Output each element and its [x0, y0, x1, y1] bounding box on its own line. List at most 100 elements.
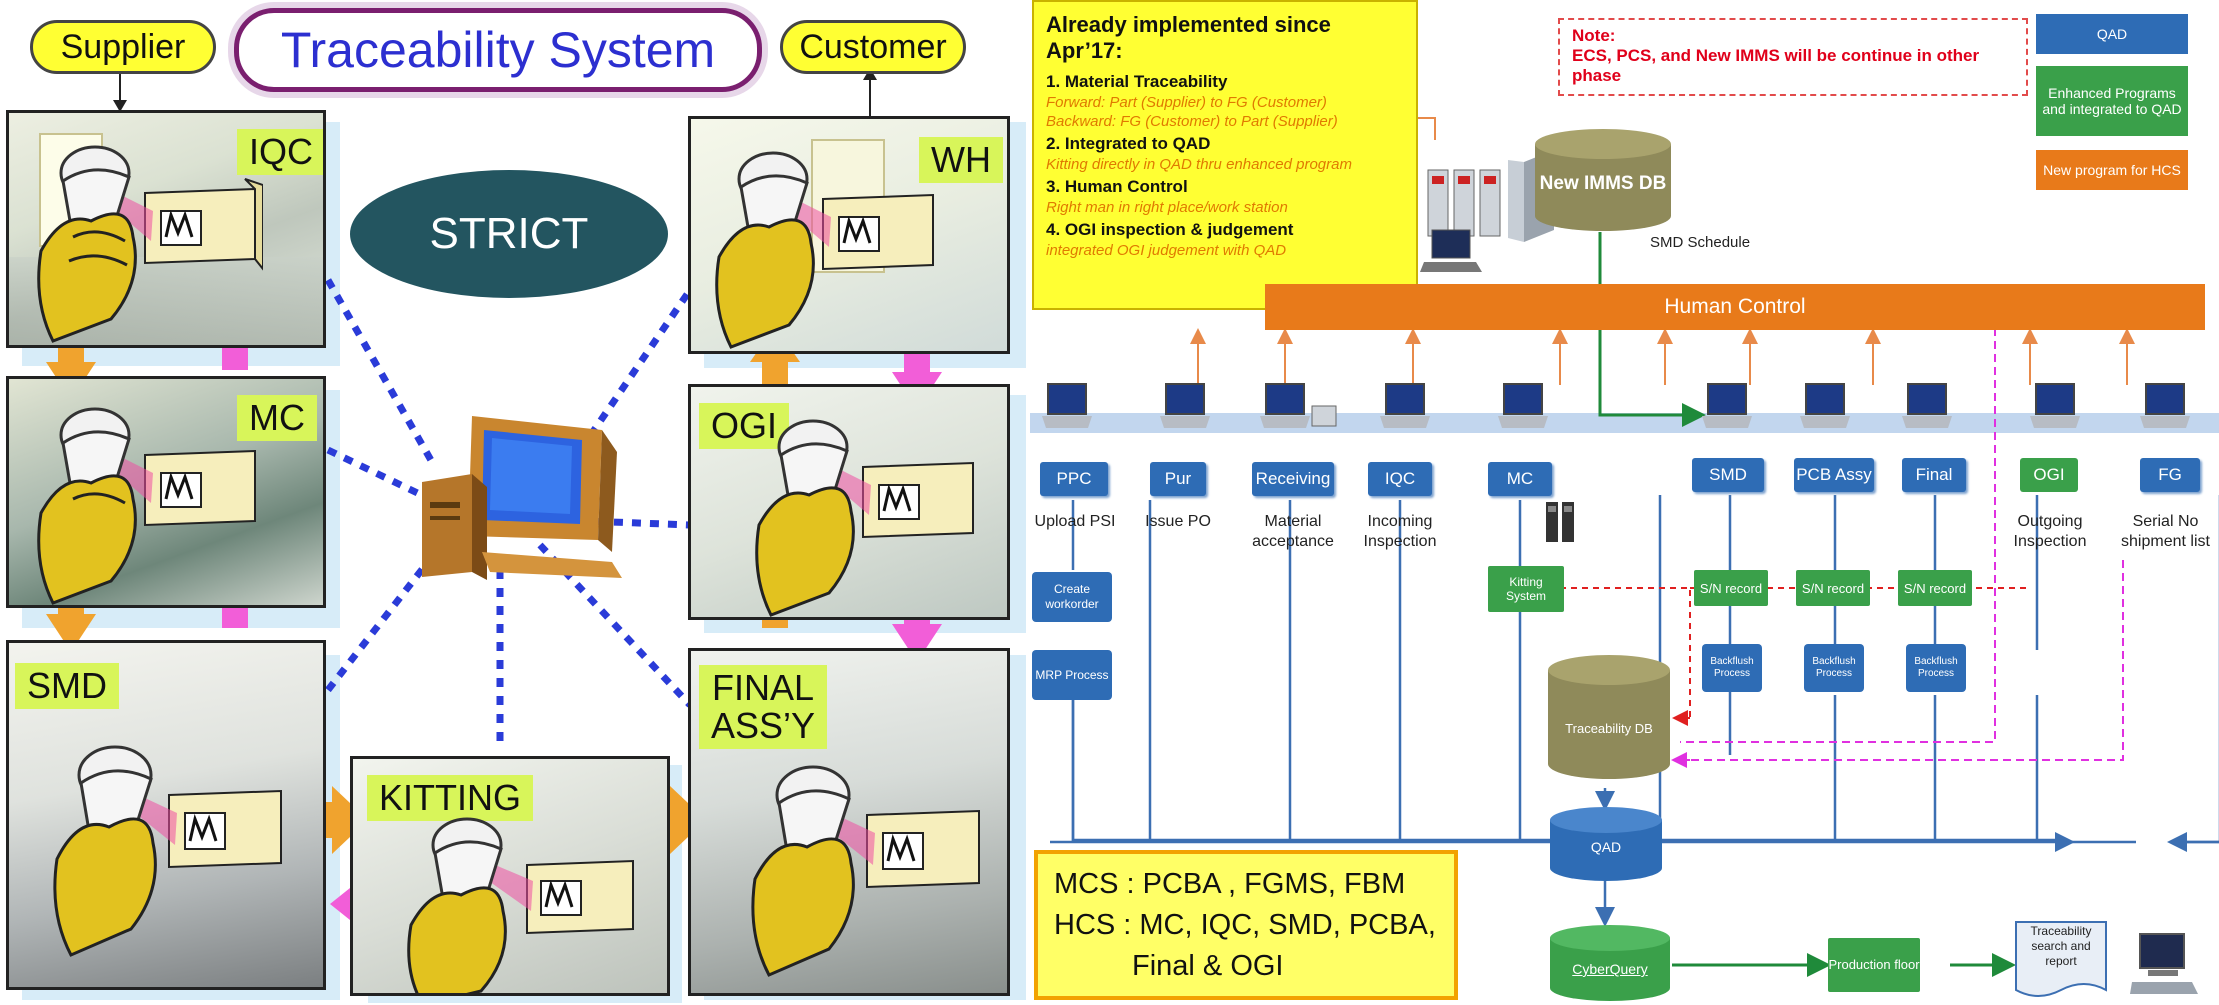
cyberquery-cylinder	[1550, 925, 1670, 1001]
note-title: Note:	[1572, 26, 1616, 45]
laptop-icon	[1800, 383, 1850, 428]
laptop-icon	[1902, 383, 1952, 428]
mcs-line: MCS : PCBA , FGMS, FBM	[1054, 868, 1406, 900]
station-kitting: KITTING	[350, 756, 670, 996]
implemented-title: Already implemented since Apr’17:	[1046, 12, 1331, 63]
barcode-scanner-icon	[751, 765, 980, 977]
station-wh: WH	[688, 116, 1010, 354]
implemented-box: Already implemented since Apr’17: 1. Mat…	[1032, 0, 1418, 310]
kitting-system-box: Kitting System	[1488, 566, 1564, 612]
implemented-item-detail: Kitting directly in QAD thru enhanced pr…	[1046, 156, 1352, 173]
flow-desc-ppc: Upload PSI	[1034, 513, 1116, 530]
implemented-item-detail: Forward: Part (Supplier) to FG (Customer…	[1046, 94, 1327, 111]
implemented-item-heading: 3. Human Control	[1046, 177, 1188, 196]
flow-station-pcb-assy: PCB Assy	[1794, 458, 1874, 492]
station-wh-label: WH	[919, 137, 1003, 183]
barcode-scanner-icon	[37, 145, 263, 343]
laptop-row	[1030, 380, 2219, 460]
flow-desc-fg: Serial No shipment list	[2121, 513, 2210, 550]
station-final-line1: FINAL	[712, 667, 815, 708]
barcode-scanner-icon	[37, 407, 256, 605]
sn-record-pcb: S/N record	[1796, 570, 1870, 606]
qad-cylinder	[1550, 807, 1662, 881]
implemented-item-detail: Right man in right place/work station	[1046, 199, 1288, 216]
flow-station-fg: FG	[2140, 458, 2200, 492]
human-control-bar: Human Control	[1265, 284, 2205, 330]
laptop-icon	[1702, 383, 1752, 428]
strict-ellipse: STRICT	[350, 170, 668, 298]
flow-desc-ogi: Outgoing Inspection	[2013, 513, 2087, 550]
implemented-item-detail: integrated OGI judgement with QAD	[1046, 242, 1287, 259]
new-imms-db-cylinder	[1535, 129, 1671, 231]
traceability-db-cylinder	[1548, 655, 1670, 779]
computer-icon	[422, 416, 622, 580]
barcode-scanner-icon	[53, 745, 282, 957]
legend-new-program: New program for HCS	[2036, 150, 2188, 190]
mrp-process-box: MRP Process	[1032, 650, 1112, 700]
laptop-icon	[1498, 383, 1548, 428]
station-iqc: IQC	[6, 110, 326, 348]
note-box: Note: ECS, PCS, and New IMMS will be con…	[1558, 18, 2028, 96]
backflush-pcb: Backflush Process	[1804, 644, 1864, 692]
qad-db-label: QAD	[1590, 839, 1622, 855]
flow-desc-iqc: Incoming Inspection	[1363, 513, 1437, 550]
barcode-scanner-icon	[715, 151, 934, 349]
sn-record-smd: S/N record	[1694, 570, 1768, 606]
legend-qad: QAD	[2036, 14, 2188, 54]
flow-station-mc: MC	[1488, 462, 1552, 496]
system-title: Traceability System	[234, 8, 762, 92]
trace-report-label: Traceability search and report	[2030, 924, 2092, 968]
station-mc-label: MC	[237, 395, 317, 441]
cyberquery-label: CyberQuery	[1572, 961, 1648, 977]
flow-station-ogi: OGI	[2020, 458, 2078, 492]
production-floor-box: Production floor	[1828, 938, 1920, 992]
implemented-item-detail: Backward: FG (Customer) to Part (Supplie…	[1046, 113, 1338, 130]
traceability-db-label: Traceability DB	[1565, 720, 1653, 736]
laptop-icon	[1160, 383, 1210, 428]
legend-enhanced: Enhanced Programs and integrated to QAD	[2036, 66, 2188, 136]
sn-record-final: S/N record	[1898, 570, 1972, 606]
barcode-scanner-icon	[755, 419, 974, 617]
laptop-icon	[2030, 383, 2080, 428]
station-mc: MC	[6, 376, 326, 608]
new-imms-db-label: New IMMS DB	[1539, 173, 1667, 194]
implemented-item-heading: 2. Integrated to QAD	[1046, 134, 1211, 153]
report-document-icon	[2015, 921, 2107, 997]
station-iqc-label: IQC	[237, 129, 323, 175]
implemented-item-heading: 4. OGI inspection & judgement	[1046, 220, 1294, 239]
station-final-line2: ASS’Y	[711, 704, 816, 746]
implemented-item-heading: 1. Material Traceability	[1046, 72, 1228, 91]
note-text: ECS, PCS, and New IMMS will be continue …	[1572, 46, 1980, 85]
station-ogi: OGI	[688, 384, 1010, 620]
flow-desc-pur: Issue PO	[1145, 513, 1211, 530]
laptop-icon	[2140, 383, 2190, 428]
desktop-computer-icon	[2130, 933, 2198, 994]
smd-schedule-label: SMD Schedule	[1650, 234, 1751, 251]
flow-station-ppc: PPC	[1040, 462, 1108, 496]
hcs-line-continued: Final & OGI	[1132, 950, 1284, 983]
handheld-scanner-icon	[1546, 502, 1574, 542]
customer-label: Customer	[780, 20, 966, 74]
supplier-label: Supplier	[30, 20, 216, 74]
station-kitting-label: KITTING	[367, 775, 533, 821]
flow-station-iqc: IQC	[1368, 462, 1432, 496]
station-final-assy: FINAL ASS’Y	[688, 648, 1010, 996]
mcs-hcs-box: MCS : PCBA , FGMS, FBM HCS : MC, IQC, SM…	[1034, 850, 1458, 1000]
laptop-icon	[1042, 383, 1092, 428]
flow-station-receiving: Receiving	[1252, 462, 1334, 496]
station-final-label: FINAL ASS’Y	[699, 665, 828, 749]
laptop-icon	[1380, 383, 1430, 428]
backflush-smd: Backflush Process	[1702, 644, 1762, 692]
station-smd: SMD	[6, 640, 326, 990]
hcs-line: HCS : MC, IQC, SMD, PCBA,	[1054, 909, 1436, 942]
station-smd-label: SMD	[15, 663, 119, 709]
barcode-scanner-icon	[407, 817, 634, 993]
create-workorder-box: Create workorder	[1032, 572, 1112, 622]
flow-station-pur: Pur	[1150, 462, 1206, 496]
station-ogi-label: OGI	[699, 403, 790, 449]
laptop-printer-icon	[1260, 383, 1337, 428]
flow-station-smd: SMD	[1692, 458, 1764, 492]
flow-desc-receiving: Material acceptance	[1252, 513, 1334, 550]
backflush-final: Backflush Process	[1906, 644, 1966, 692]
flow-station-final: Final	[1902, 458, 1966, 492]
